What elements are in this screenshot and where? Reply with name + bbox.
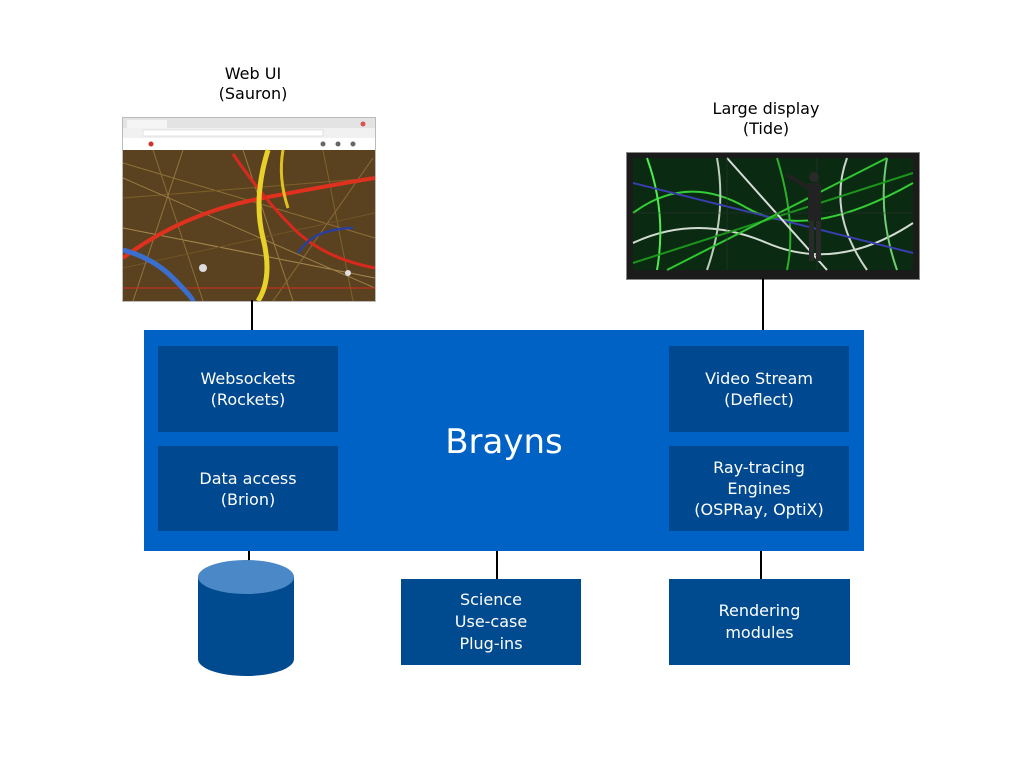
database-cylinder-shape [198, 560, 294, 676]
connector-web-ui [251, 300, 253, 346]
connector-science-plugins [496, 551, 498, 579]
rendering-modules-box: Rendering modules [669, 579, 850, 665]
large-display-photo [626, 152, 920, 280]
large-display-photo-image [627, 153, 919, 279]
database-icon [197, 559, 295, 677]
data-access-module: Data access (Brion) [158, 446, 338, 531]
large-display-caption: Large display (Tide) [712, 99, 820, 138]
connector-rendering-modules [760, 531, 762, 579]
web-ui-screenshot-image [123, 118, 375, 301]
brayns-block: Brayns Websockets (Rockets) Data access … [144, 330, 864, 551]
brayns-title: Brayns [445, 422, 563, 462]
web-ui-caption: Web UI (Sauron) [218, 64, 288, 103]
video-stream-module: Video Stream (Deflect) [669, 346, 849, 432]
science-plugins-box: Science Use-case Plug-ins [401, 579, 581, 665]
connector-large-display [762, 278, 764, 346]
ray-tracing-module: Ray-tracing Engines (OSPRay, OptiX) [669, 446, 849, 531]
websockets-module: Websockets (Rockets) [158, 346, 338, 432]
web-ui-screenshot [122, 117, 376, 302]
